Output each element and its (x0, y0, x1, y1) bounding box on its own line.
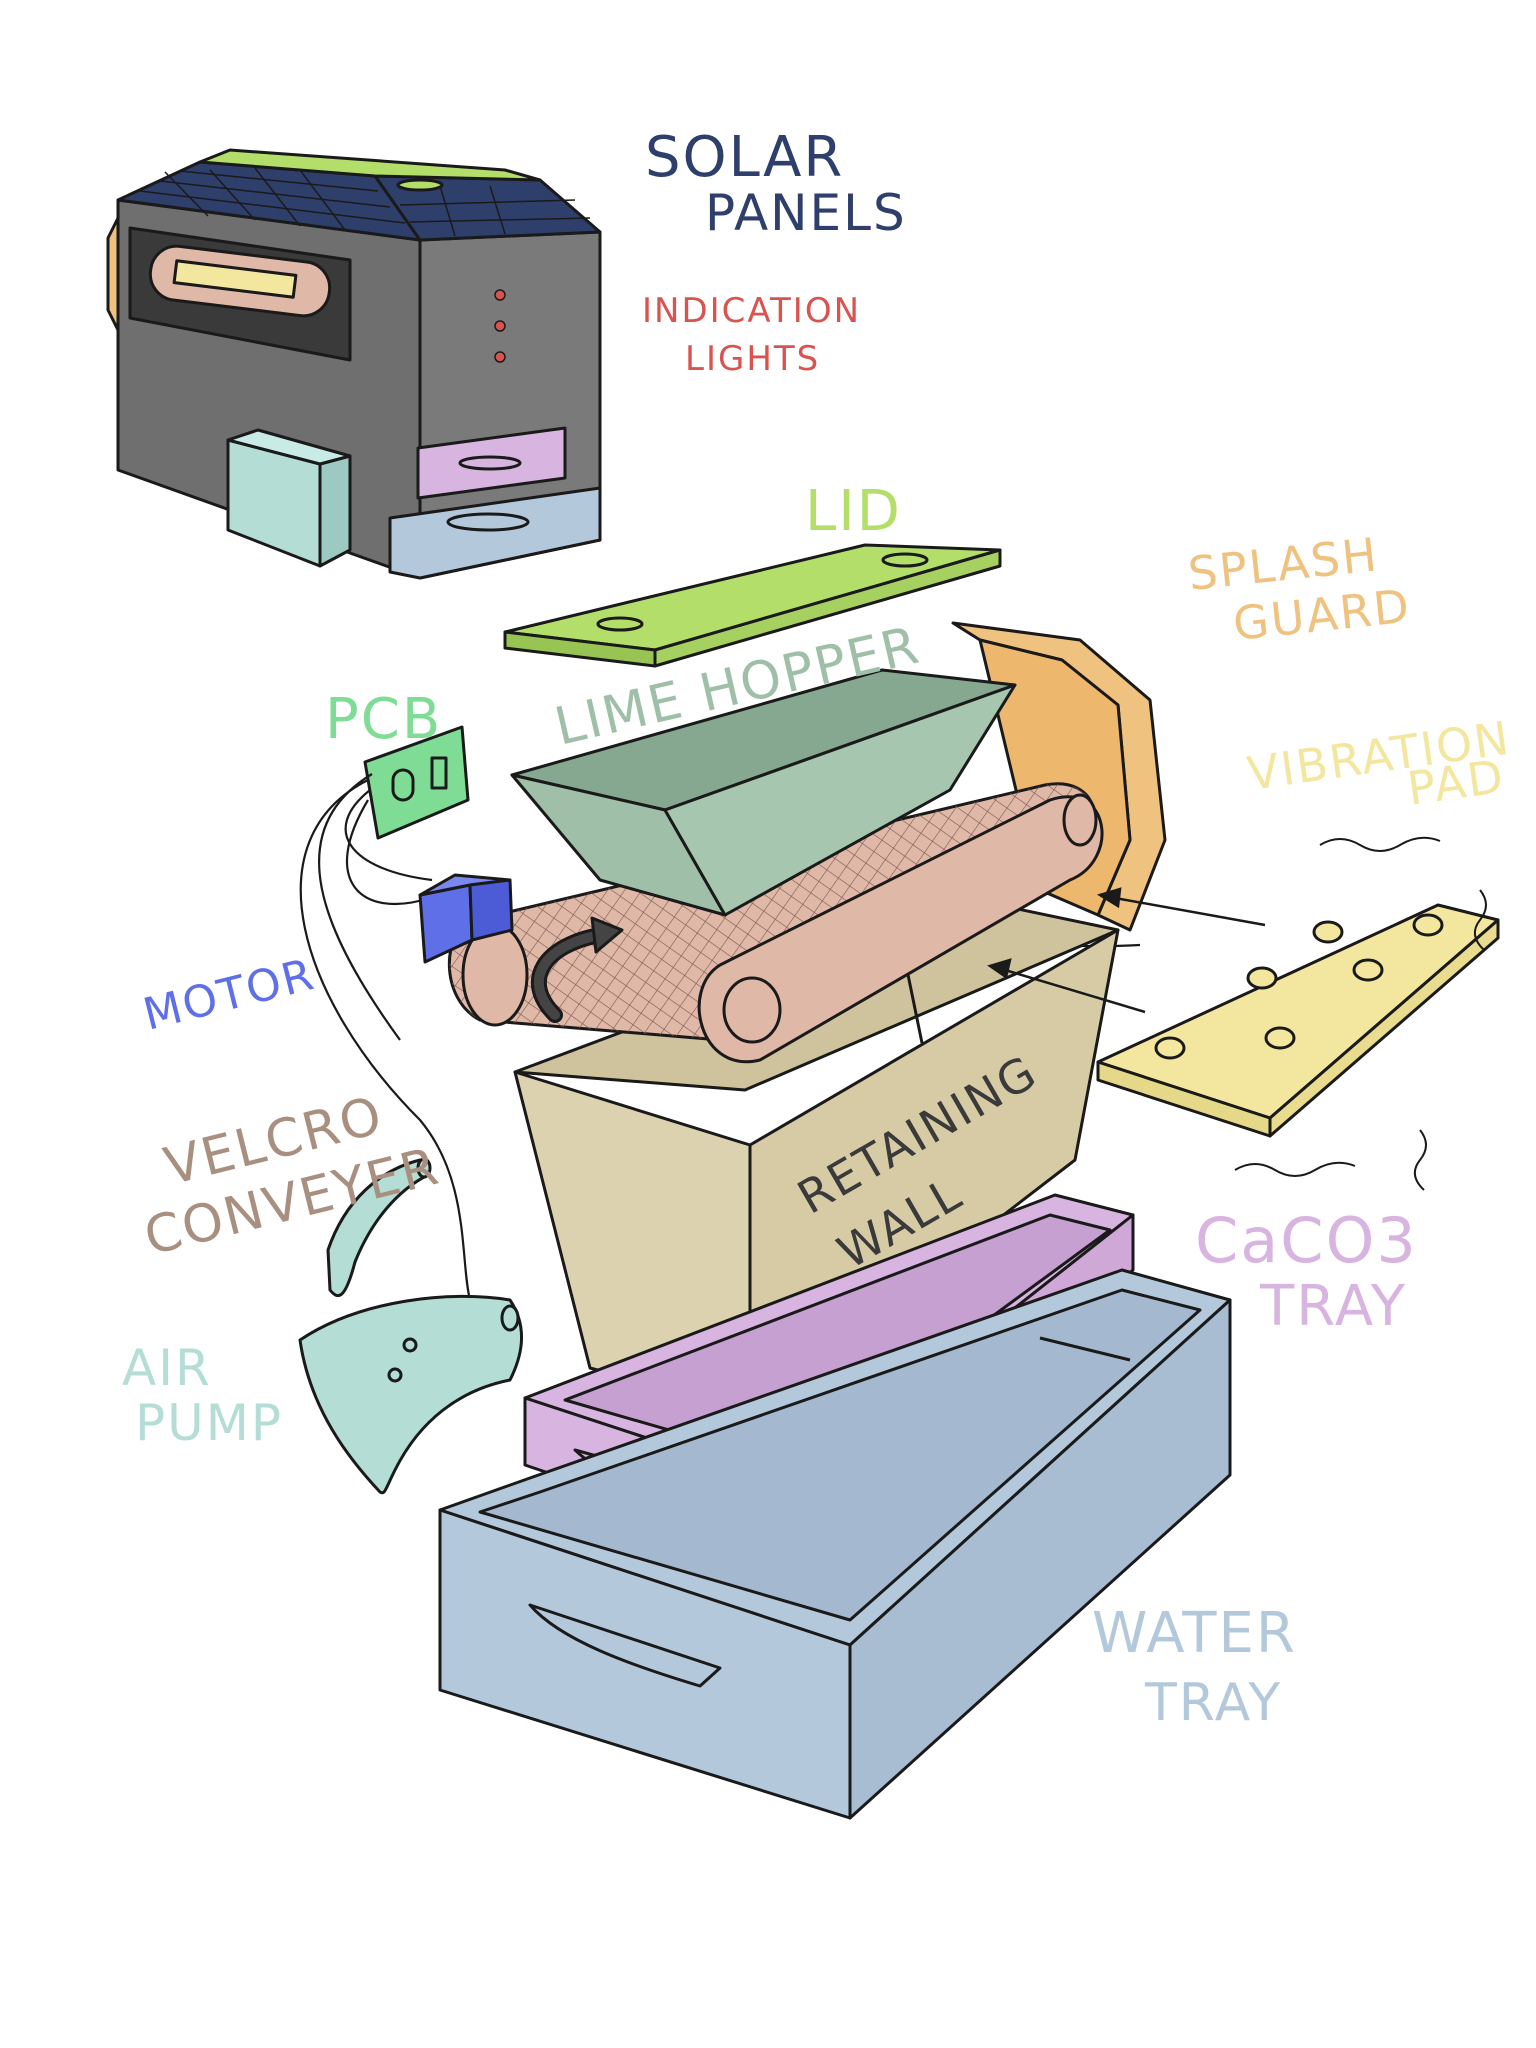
assembled-unit (106, 148, 602, 580)
caco3-drawer-handle (458, 455, 522, 471)
label-caco3-tray-1: CaCO3 (1195, 1204, 1418, 1277)
label-indication-lights-1: INDICATION (642, 291, 861, 331)
wire-pcb-motor-2 (344, 789, 433, 882)
pcb-chip-2 (430, 756, 448, 790)
water-tray-divider (1039, 1336, 1131, 1362)
vibration-pad-holes (1154, 913, 1444, 1060)
arrow-to-retaining-wall (1004, 968, 1146, 1014)
wire-pcb-motor-1 (346, 799, 431, 906)
air-pump-upper-fin (326, 1158, 430, 1298)
water-drawer-handle (446, 512, 530, 532)
lid (503, 543, 1002, 668)
window-hopper (172, 259, 298, 299)
indicator-light-1 (494, 289, 506, 301)
label-solar-panels-1: SOLAR (645, 125, 844, 190)
air-pump-port-2 (402, 1337, 418, 1353)
lid-slot (396, 178, 444, 192)
label-water-tray-2: TRAY (1144, 1673, 1282, 1733)
lime-hopper (510, 668, 1017, 917)
arrow-head-retaining-wall (987, 958, 1012, 980)
roller-front-end (722, 976, 782, 1044)
assembled-air-pump-side (318, 454, 352, 568)
vibration-pad (1096, 836, 1500, 1191)
motor-side (468, 878, 514, 942)
indicator-light-3 (494, 351, 506, 363)
label-solar-panels-2: PANELS (705, 184, 907, 242)
assembled-water-drawer (388, 486, 602, 580)
label-indication-lights-2: LIGHTS (685, 339, 820, 379)
pcb-board (363, 725, 470, 840)
wire-pcb-to-airpump-2 (318, 773, 401, 1041)
label-vibration-pad-2: PAD (1404, 749, 1508, 816)
indication-lights (494, 289, 506, 363)
assembled-air-pump-top (226, 428, 352, 466)
label-motor: MOTOR (138, 949, 320, 1041)
label-air-pump-1: AIR (122, 1339, 212, 1397)
solar-grid-lines (139, 167, 591, 237)
arrow-head-splash-guard (1096, 887, 1122, 909)
indicator-light-2 (494, 320, 506, 332)
pcb (363, 725, 470, 840)
air-pump-port-1 (387, 1367, 403, 1383)
air-pump-lower-nozzle (500, 1304, 520, 1332)
lid-top (198, 148, 542, 182)
vibration-pad-edge-right (1268, 918, 1500, 1138)
wire-pcb-to-airpump (299, 779, 472, 1301)
water-tray-inner (478, 1288, 1202, 1622)
label-caco3-tray-2: TRAY (1259, 1274, 1407, 1339)
conveyor-mesh-overlay (449, 783, 1095, 1040)
label-water-tray-1: WATER (1092, 1601, 1297, 1666)
rotation-arrow-inner (533, 930, 605, 1020)
water-tray-handle (528, 1603, 722, 1688)
air-pump-upper-nozzle (416, 1157, 432, 1179)
pcb-chip-1 (391, 768, 415, 802)
water-tray (438, 1268, 1232, 1820)
hopper-right-wall (663, 683, 1017, 917)
lid-slot-right (881, 552, 929, 568)
air-pump-lower-fin (298, 1294, 524, 1495)
roller-back-end (1062, 793, 1098, 847)
water-tray-right (848, 1298, 1232, 1820)
rotation-arrowhead (590, 916, 624, 954)
label-lid: LID (805, 479, 902, 544)
motor (418, 873, 514, 964)
vibration-squiggles (1234, 836, 1487, 1191)
label-air-pump-2: PUMP (135, 1394, 283, 1452)
label-pcb: PCB (325, 687, 442, 752)
lid-slot-left (596, 616, 644, 632)
lid-edge-right (653, 548, 1002, 668)
arrow-to-splash-guard (1114, 896, 1266, 927)
velcro-conveyor (447, 782, 1104, 1064)
air-pump (298, 1157, 524, 1495)
pointer-arrows (987, 887, 1266, 1014)
